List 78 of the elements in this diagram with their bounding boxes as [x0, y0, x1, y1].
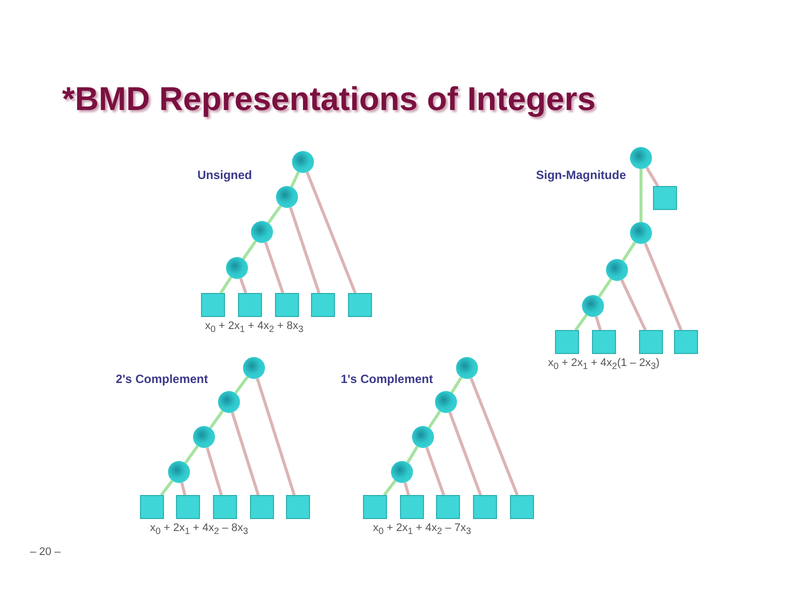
tree-heading: 2's Complement — [114, 372, 208, 386]
bmd-edge-line — [289, 206, 320, 294]
terminal-box — [348, 293, 372, 317]
formula: x$_{0}$ + 2x$_{1}$ + 4x$_{2}$ – 7x$_{3}$ — [373, 522, 472, 536]
terminal-box — [140, 495, 164, 519]
terminal-box — [639, 330, 663, 354]
bdd-node-circle — [243, 357, 265, 379]
bmd-edge-line — [209, 410, 224, 429]
bdd-node-circle — [582, 295, 604, 317]
bmd-edge-line — [450, 376, 462, 394]
terminal-box — [311, 293, 335, 317]
bdd-node-circle — [226, 257, 248, 279]
bmd-edge-line — [160, 480, 174, 496]
bmd-edge-line — [220, 276, 232, 294]
bdd-node-circle — [391, 461, 413, 483]
bmd-edge-line — [644, 242, 682, 331]
terminal-box — [592, 330, 616, 354]
terminal-box — [555, 330, 579, 354]
bmd-edge-line — [180, 482, 186, 496]
bmd-edge-line — [598, 278, 612, 298]
bdd-node-circle — [251, 221, 273, 243]
terminal-box — [363, 495, 387, 519]
bmd-edge-line — [239, 278, 248, 294]
bmd-edge-line — [290, 171, 300, 188]
terminal-box — [473, 495, 497, 519]
bmd-edge-line — [470, 378, 519, 496]
formula: x$_{0}$ + 2x$_{1}$ + 4x$_{2}$(1 – 2x$_{3}$) — [548, 357, 660, 372]
bmd-edge-line — [428, 410, 442, 429]
bmd-edge-line — [594, 316, 602, 330]
terminal-box — [201, 293, 225, 317]
bmd-edge-line — [640, 169, 642, 222]
terminal-box — [286, 495, 310, 519]
bmd-edge-line — [242, 240, 257, 260]
bmd-edge-line — [267, 205, 282, 224]
bmd-edge-line — [645, 166, 660, 187]
bdd-node-circle — [276, 186, 298, 208]
bmd-edge-line — [383, 480, 396, 496]
terminal-box — [436, 495, 460, 519]
bmd-edge-line — [230, 412, 260, 496]
bmd-edge-line — [184, 445, 199, 464]
bdd-node-circle — [193, 426, 215, 448]
bmd-edge-line — [574, 314, 588, 331]
bdd-node-circle — [412, 426, 434, 448]
bmd-edge-line — [404, 482, 410, 496]
bdd-node-circle — [435, 391, 457, 413]
tree-heading: Unsigned — [196, 168, 252, 182]
bmd-edge-line — [234, 376, 249, 394]
bmd-edge-line — [622, 241, 636, 262]
terminal-box — [250, 495, 274, 519]
slide-title: *BMD Representations of Integers — [62, 80, 596, 118]
bmd-edge-line — [264, 242, 284, 294]
bdd-node-circle — [168, 461, 190, 483]
bdd-node-circle — [630, 222, 652, 244]
bmd-edge-line — [620, 279, 647, 331]
bmd-edge-line — [256, 378, 296, 496]
tree-heading: Sign-Magnitude — [535, 168, 626, 182]
bdd-node-circle — [292, 151, 314, 173]
terminal-box — [275, 293, 299, 317]
bmd-edge-line — [448, 412, 482, 496]
terminal-box — [510, 495, 534, 519]
page-number: – 20 – — [30, 546, 61, 558]
terminal-box — [176, 495, 200, 519]
bdd-node-circle — [606, 259, 628, 281]
tree-heading: 1's Complement — [340, 372, 433, 386]
terminal-box — [653, 186, 677, 210]
bmd-edge-line — [206, 447, 223, 496]
bmd-edge-line — [306, 172, 357, 294]
bdd-node-circle — [456, 357, 478, 379]
terminal-box — [238, 293, 262, 317]
terminal-box — [213, 495, 237, 519]
bmd-edge-line — [406, 446, 419, 464]
terminal-box — [674, 330, 698, 354]
bdd-node-circle — [218, 391, 240, 413]
bmd-edge-line — [425, 446, 446, 496]
bdd-node-circle — [630, 147, 652, 169]
formula: x$_{0}$ + 2x$_{1}$ + 4x$_{2}$ + 8x$_{3}$ — [205, 320, 304, 334]
terminal-box — [400, 495, 424, 519]
formula: x$_{0}$ + 2x$_{1}$ + 4x$_{2}$ – 8x$_{3}$ — [150, 522, 248, 536]
